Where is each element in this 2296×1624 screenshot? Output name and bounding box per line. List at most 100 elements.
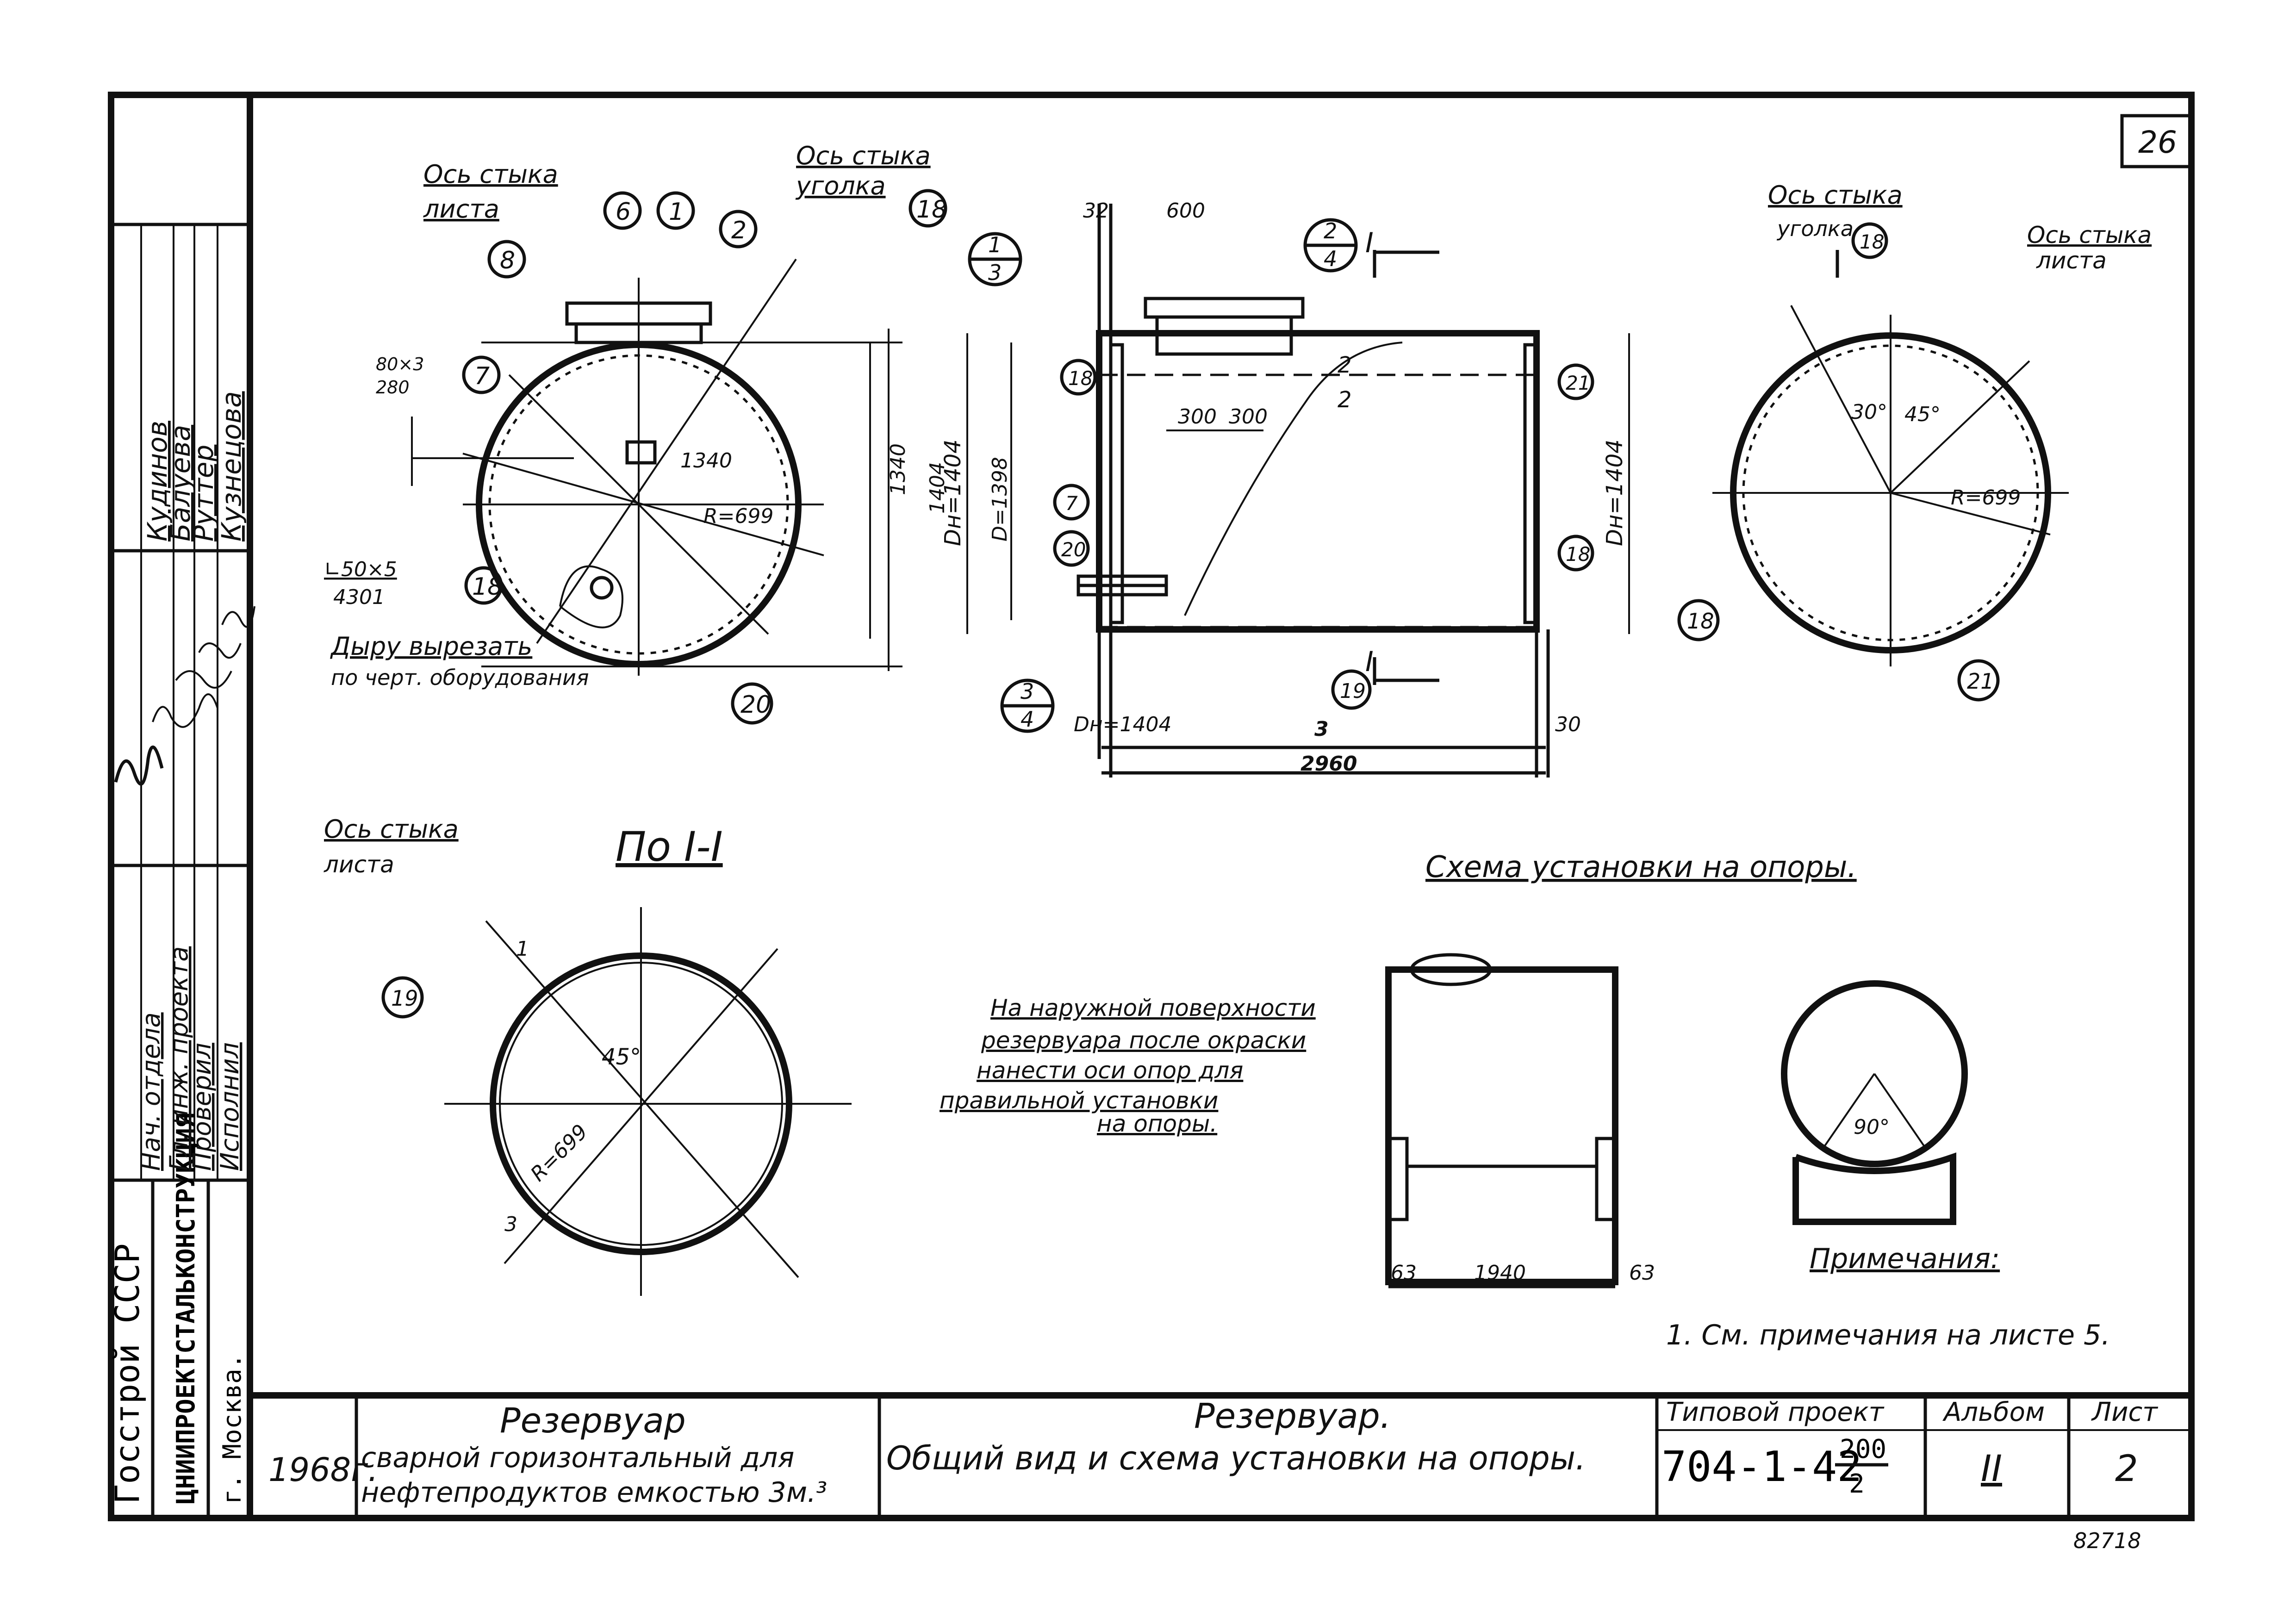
lv-angle-1: ∟50×5 [324, 558, 397, 581]
bottom-number: 82718 [2073, 1528, 2141, 1553]
sv-marker-circle [381, 976, 424, 1019]
mv-section-markers: 1 3 2 4 3 4 [968, 218, 1358, 733]
mv-cut-2b: 2 [1338, 387, 1352, 413]
rv-marker-21: 21 [1967, 669, 1994, 694]
mv-callout-19: 19 [1340, 679, 1366, 703]
lv-marker-6: 6 [616, 198, 631, 226]
lv-dim-80x3: 80×3 [376, 354, 424, 374]
ss-note-5: на опоры. [1097, 1110, 1217, 1137]
rv-sheet-2: листа [2036, 247, 2107, 274]
mv-dim-2880: 3 [1314, 717, 1329, 741]
mv-callout-21: 21 [1566, 372, 1590, 394]
lv-dim-1340: 1340 [886, 443, 910, 495]
name-4: Кузнецова [216, 391, 247, 541]
lv-joint-sheet-1: Ось стыка [423, 160, 558, 189]
tb-album-value: II [1981, 1448, 2002, 1490]
mv-d: D=1398 [988, 457, 1012, 541]
lv-marker-7: 7 [474, 362, 490, 390]
lv-marker-2: 2 [731, 217, 747, 244]
role-1: Нач. отдела [137, 1012, 166, 1171]
mv-callouts: 18 7 20 21 18 19 [1053, 359, 1594, 710]
section-view [444, 907, 852, 1296]
lv-cut-2: по черт. оборудования [331, 665, 589, 690]
lv-dim-1340a: 1340 [680, 449, 732, 473]
mv-dim-30b: 30 [1555, 713, 1581, 736]
org-line1: Госстрой СССР [108, 1243, 147, 1504]
rv-sheet-1: Ось стыка [2027, 222, 2152, 249]
lv-marker-1: 1 [669, 198, 684, 226]
rv-radius: R=699 [1951, 486, 2021, 510]
tb-object-line3: нефтепродуктов емкостью 3м.³ [361, 1476, 827, 1509]
org-line3: г. Москва. [218, 1354, 247, 1504]
ss-dim-a: 63 [1391, 1261, 1417, 1285]
lv-joint-angle-2: уголка [795, 171, 886, 200]
corner-number: 26 [2138, 124, 2177, 160]
lv-marker-8: 8 [500, 247, 515, 274]
lv-markers: 6 1 2 8 7 18 18 20 [462, 189, 947, 725]
rv-marker-18b: 18 [1687, 609, 1714, 634]
mv-dim-32: 32 [1083, 199, 1109, 223]
support-scheme [1385, 953, 1968, 1288]
ss-note-1: На наружной поверхности [990, 995, 1316, 1021]
sv-title: По I-I [616, 823, 723, 871]
tb-sheet-value: 2 [2115, 1448, 2138, 1490]
ss-angle: 90° [1854, 1115, 1890, 1139]
rv-angle-1: Ось стыка [1768, 180, 1903, 210]
rv-marker-18a: 18 [1860, 230, 1884, 253]
sv-dim-3: 3 [504, 1213, 517, 1236]
rv-markers: 18 18 21 [1677, 222, 2000, 702]
right-view [1712, 305, 2069, 666]
mv-dim-30a: Dн=1404 [1074, 713, 1172, 736]
mv-section-mark-top: I [1365, 227, 1374, 259]
mv-sec2-bottom: 4 [1324, 246, 1337, 271]
role-3: Проверил [187, 1043, 217, 1171]
lv-marker-20: 20 [740, 691, 771, 719]
rv-angle-2: уголка [1776, 216, 1854, 241]
tb-object-line2: сварной горизонтальный для [361, 1442, 794, 1474]
tb-project-frac-top: 200 [1840, 1434, 1886, 1464]
mv-callout-7: 7 [1065, 492, 1078, 515]
lv-cut-1: Дыру вырезать [330, 632, 532, 661]
notes-title: Примечания: [1810, 1243, 2000, 1275]
lv-joint-sheet-2: листа [423, 194, 499, 224]
mv-sec1-top: 1 [988, 232, 1002, 257]
sv-angle: 45° [602, 1044, 641, 1070]
sheet-frame [108, 92, 2195, 1521]
tb-year: 1968г. [268, 1451, 378, 1489]
mv-dn-left: Dн=1404 [940, 439, 966, 546]
tb-sheet-label: Лист [2091, 1397, 2158, 1427]
mv-dim-300b: 300 [1229, 405, 1268, 429]
name-1: Кудинов [142, 421, 173, 541]
tb-project-number: 704-1-42 [1661, 1443, 1862, 1491]
sv-label-2: листа [324, 851, 394, 878]
lv-marker-18: 18 [472, 573, 503, 601]
lv-radius: R=699 [703, 504, 773, 528]
mv-dn-right: Dн=1404 [1602, 439, 1628, 546]
title-block [250, 1392, 2191, 1518]
mv-dim-2960: 2960 [1300, 752, 1357, 776]
mv-sec3-bottom: 4 [1020, 707, 1034, 732]
lv-dim-280: 280 [376, 377, 410, 398]
tb-project-label: Типовой проект [1666, 1397, 1885, 1427]
sv-marker: 19 [391, 986, 418, 1011]
ss-note-3: нанести оси опор для [977, 1057, 1243, 1084]
name-2: Балуева [165, 425, 196, 541]
mv-sec2-top: 2 [1324, 218, 1337, 243]
ss-dim-c: 63 [1629, 1261, 1655, 1285]
tb-sheet-subtitle: Общий вид и схема установки на опоры. [886, 1439, 1586, 1477]
mv-section-mark-bottom: I [1365, 646, 1374, 678]
mv-callout-20: 20 [1061, 538, 1086, 561]
notes-item-1: 1. См. примечания на листе 5. [1666, 1319, 2110, 1351]
mv-sec3-top: 3 [1020, 679, 1034, 704]
ss-note-2: резервуара после окраски [981, 1027, 1306, 1054]
corner-box [2120, 114, 2193, 168]
org-line2: ЦНИИПРОЕКТСТАЛЬКОНСТРУКЦИЯ [171, 1113, 200, 1504]
mv-callout-18b: 18 [1566, 543, 1590, 566]
mv-cut-2a: 2 [1338, 352, 1352, 378]
mv-dim-600: 600 [1166, 199, 1205, 223]
ss-note-4: правильной установки [940, 1087, 1218, 1114]
sv-dim-1: 1 [516, 937, 529, 961]
mv-dim-300a: 300 [1178, 405, 1217, 429]
sv-label-1: Ось стыка [324, 815, 459, 844]
